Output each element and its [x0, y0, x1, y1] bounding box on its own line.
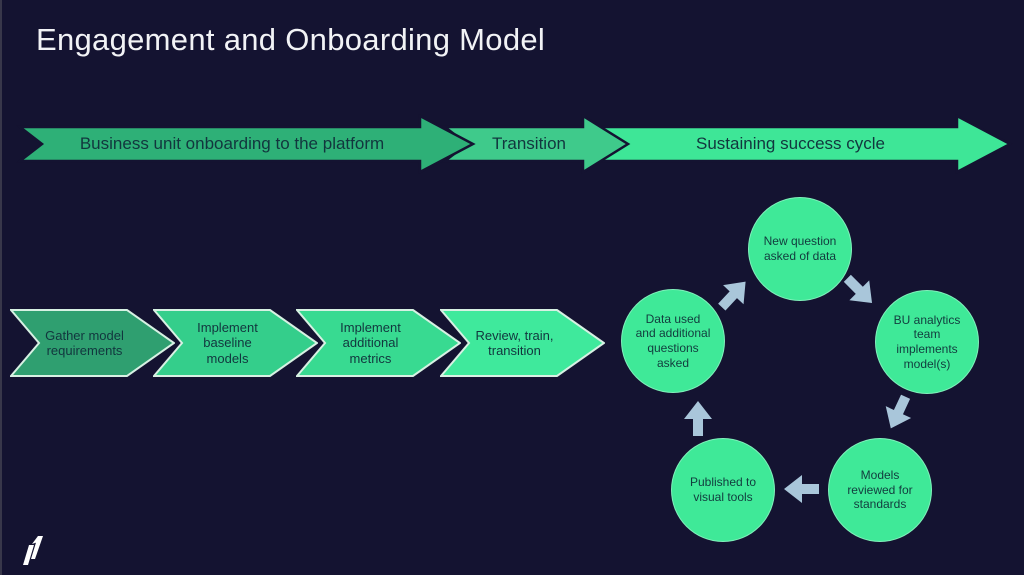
cycle-circle-data-used: Data used and additional questions asked: [621, 289, 725, 393]
cycle-arrow-down-right-icon: [837, 268, 884, 315]
step-chevron-label: Implement baseline models: [197, 320, 258, 366]
cycle-circle-bu-analytics: BU analytics team implements model(s): [875, 290, 979, 394]
chevron-shape: [10, 309, 175, 377]
nasdaq-logo-icon: [16, 528, 52, 570]
step-chevron-review-train-transition: Review, train, transition: [440, 309, 605, 377]
chevron-shape: [296, 309, 461, 377]
phase-arrow-label: Sustaining success cycle: [696, 133, 885, 153]
cycle-arrow-left-icon: [783, 474, 819, 504]
screen-edge-strip: [0, 0, 2, 575]
cycle-circle-models-reviewed: Models reviewed for standards: [828, 438, 932, 542]
step-chevron-label: Review, train, transition: [475, 327, 554, 358]
phase-arrow-label: Business unit onboarding to the platform: [79, 133, 385, 153]
step-chevron-label: Implement additional metrics: [340, 320, 401, 366]
step-chevron-baseline-models: Implement baseline models: [153, 309, 318, 377]
chevron-shape: [440, 309, 605, 377]
phase-arrow-label: Transition: [491, 133, 566, 153]
step-chevron-label: Gather model requirements: [45, 327, 124, 358]
step-chevron-gather-requirements: Gather model requirements: [10, 309, 175, 377]
phase-arrow-business-unit-onboarding: Business unit onboarding to the platform: [16, 113, 476, 175]
slide-title: Engagement and Onboarding Model: [36, 22, 546, 57]
banner-arrow-shape: [16, 113, 476, 175]
step-chevron-additional-metrics: Implement additional metrics: [296, 309, 461, 377]
cycle-circle-new-question: New question asked of data: [748, 197, 852, 301]
chevron-shape: [153, 309, 318, 377]
phase-arrow-sustaining-success: Sustaining success cycle: [593, 113, 1013, 175]
cycle-arrow-up-right-icon: [711, 271, 757, 318]
cycle-arrow-up-icon: [683, 400, 713, 436]
cycle-arrow-down-left-icon: [877, 390, 919, 435]
cycle-circle-published: Published to visual tools: [671, 438, 775, 542]
